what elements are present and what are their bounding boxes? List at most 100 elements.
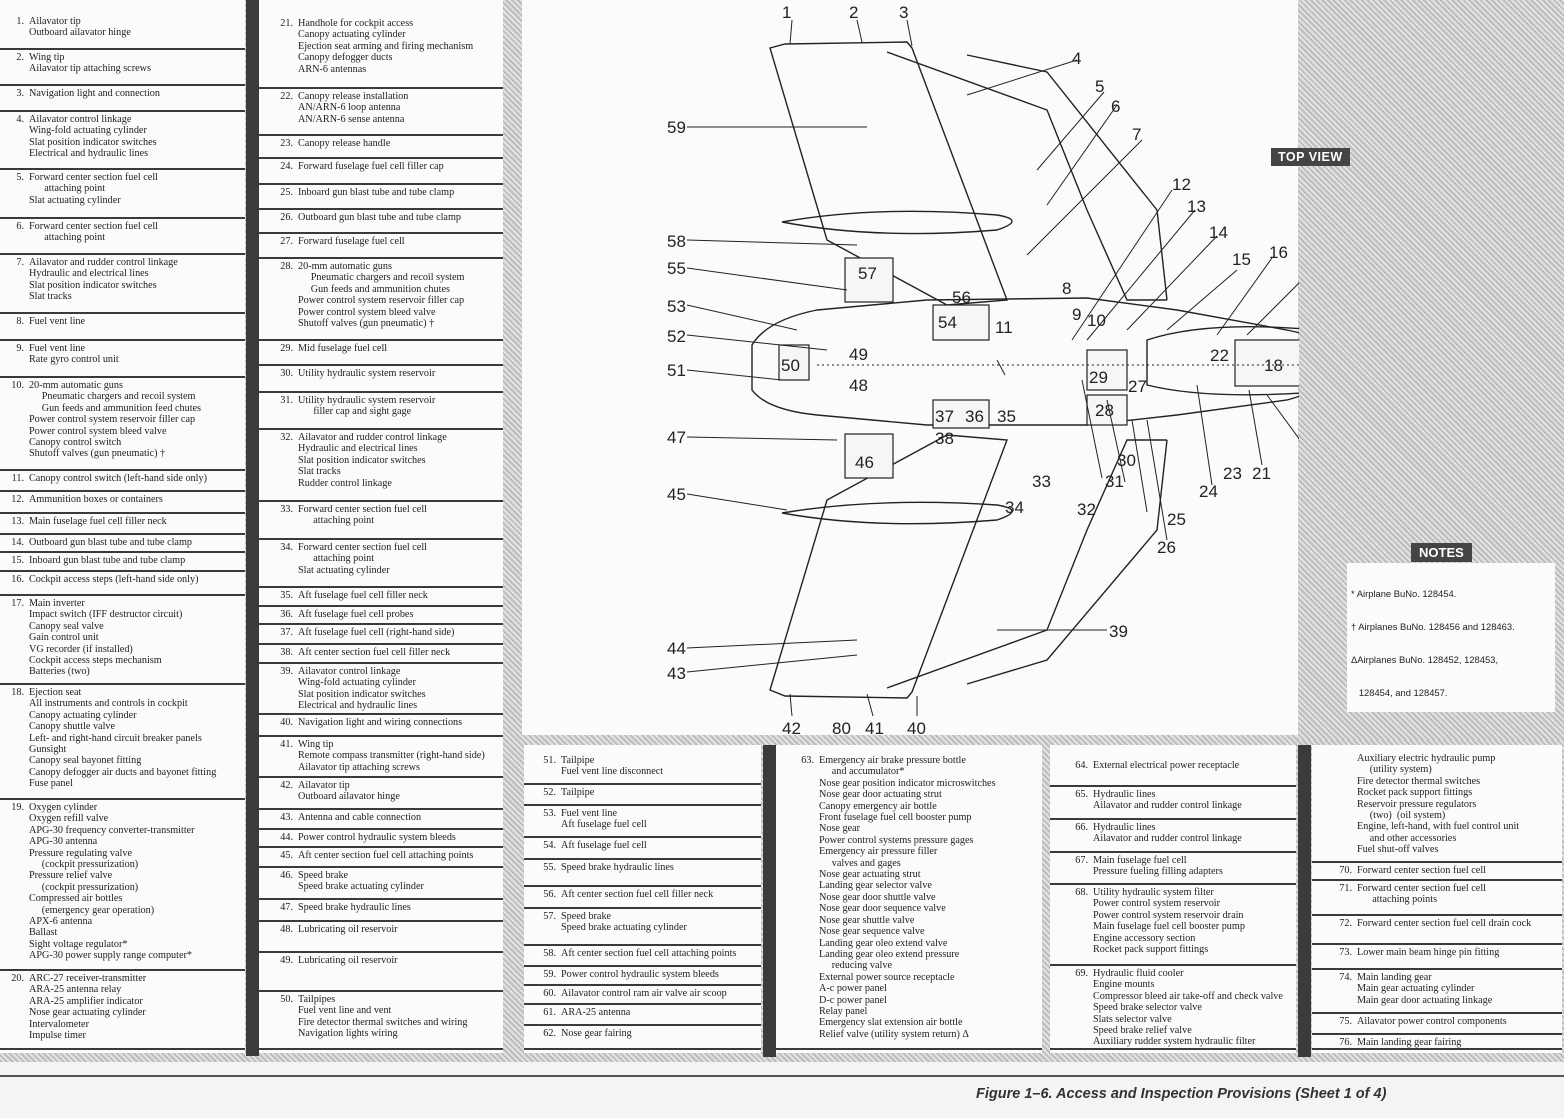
item-description: 20-mm automatic guns Pneumatic chargers … [298,261,465,330]
item-description: Ailavator control ram air valve air scoo… [561,988,727,999]
item-number: 11. [11,473,24,484]
callout-41: 41 [865,719,884,738]
item-description: Tailpipe [561,787,595,798]
item-number: 54. [543,840,556,851]
fuselage-outline [751,297,1299,426]
callout-42: 42 [782,719,801,738]
list-item: 59.Power control hydraulic system bleeds [524,967,761,986]
item-description: Ailavator and rudder control linkage Hyd… [298,432,447,489]
list-item: 71.Forward center section fuel cell atta… [1312,881,1562,916]
column-divider-bar-3 [763,745,776,1057]
list-item: 72.Forward center section fuel cell drai… [1312,916,1562,945]
item-description: Nose gear fairing [561,1028,632,1039]
item-number: 19. [11,802,24,813]
upper-drop-tank [781,210,1013,235]
upper-wing-outline [769,41,1008,306]
list-item: 26.Outboard gun blast tube and tube clam… [259,210,503,234]
item-description: Speed brake hydraulic lines [561,862,674,873]
callout-28: 28 [1095,401,1114,420]
item-number: 62. [543,1028,556,1039]
list-item: 18.Ejection seat All instruments and con… [0,685,245,800]
item-description: Ailavator tip Outboard ailavator hinge [29,16,131,39]
item-list-column-6: Auxiliary electric hydraulic pump (utili… [1312,745,1562,1053]
item-description: ARA-25 antenna [561,1007,631,1018]
item-number: 12. [11,494,24,505]
item-number: 27. [280,236,293,247]
callout-7: 7 [1132,125,1141,144]
bottom-rule [0,1075,1564,1077]
list-item: 31.Utility hydraulic system reservoir fi… [259,393,503,430]
item-description: Ailavator tip Outboard ailavator hinge [298,780,400,803]
callout-39: 39 [1109,622,1128,641]
canopy-outline [1146,325,1299,396]
item-description: Forward center section fuel cell attachi… [298,542,427,576]
list-item: 40.Navigation light and wiring connectio… [259,715,503,737]
item-description: Ailavator and rudder control linkage Hyd… [29,257,178,303]
item-number: 71. [1339,883,1352,894]
lower-wing-outer-flap [966,439,1168,685]
callout-46: 46 [855,453,874,472]
callout-31: 31 [1105,472,1124,491]
item-number: 75. [1339,1016,1352,1027]
item-description: Navigation light and wiring connections [298,717,463,728]
list-item: 21.Handhole for cockpit access Canopy ac… [259,16,503,89]
list-item: Auxiliary electric hydraulic pump (utili… [1312,751,1562,863]
item-number: 41. [280,739,293,750]
item-description: Outboard gun blast tube and tube clamp [298,212,461,223]
item-description: Wing tip Ailavator tip attaching screws [29,52,151,75]
note-line: 128454, and 128457. [1351,687,1448,698]
item-description: Ailavator control linkage Wing-fold actu… [298,666,426,712]
cockpit-panel [1234,339,1299,387]
callout-8: 8 [1062,279,1071,298]
item-number: 49. [280,955,293,966]
item-description: ARC-27 receiver-transmitter ARA-25 anten… [29,973,147,1042]
item-description: Canopy release installation AN/ARN-6 loo… [298,91,409,125]
list-item: 28.20-mm automatic guns Pneumatic charge… [259,259,503,341]
list-item: 35.Aft fuselage fuel cell filler neck [259,588,503,607]
panel-37 [932,399,990,429]
item-number: 44. [280,832,293,843]
callout-26: 26 [1157,538,1176,557]
item-number: 64. [1075,760,1088,771]
item-description: Fuel vent line [29,316,86,327]
item-number: 56. [543,889,556,900]
list-item: 56.Aft center section fuel cell filler n… [524,887,761,909]
item-description: Cockpit access steps (left-hand side onl… [29,574,199,585]
item-description: Power control hydraulic system bleeds [298,832,456,843]
item-number: 30. [280,368,293,379]
callout-50: 50 [781,356,800,375]
callout-leader-lines [686,19,1299,717]
list-item: 61.ARA-25 antenna [524,1005,761,1026]
item-description: Hydraulic lines Ailavator and rudder con… [1093,822,1242,845]
callout-44: 44 [667,639,686,658]
list-item: 58.Aft center section fuel cell attachin… [524,946,761,967]
list-item: 24.Forward fuselage fuel cell filler cap [259,159,503,185]
callout-16: 16 [1269,243,1288,262]
item-description: Tailpipes Fuel vent line and vent Fire d… [298,994,468,1040]
list-item: 23.Canopy release handle [259,136,503,159]
list-item: 51.Tailpipe Fuel vent line disconnect [524,753,761,785]
callout-24: 24 [1199,482,1218,501]
item-description: Auxiliary electric hydraulic pump (utili… [1357,753,1520,856]
upper-wing-outer-flap [966,54,1168,301]
item-number: 57. [543,911,556,922]
callout-2: 2 [849,3,858,22]
list-item: 44. Power control hydraulic system bleeds [259,830,503,848]
list-item: 45.Aft center section fuel cell attachin… [259,848,503,868]
callout-47: 47 [667,428,686,447]
notes-box: * Airplane BuNo. 128454. † Airplanes BuN… [1347,563,1555,712]
list-item: 39.Ailavator control linkage Wing-fold a… [259,664,503,715]
callout-10: 10 [1087,311,1106,330]
callout-49: 49 [849,345,868,364]
item-description: Forward center section fuel cell drain c… [1357,918,1532,929]
list-item: 30.Utility hydraulic system reservoir [259,366,503,393]
list-item: 57.Speed brake Speed brake actuating cyl… [524,909,761,946]
item-number: 73. [1339,947,1352,958]
column-divider-bar-5 [1298,745,1311,1057]
item-number: 67. [1075,855,1088,866]
list-item: 9.Fuel vent line Rate gyro control unit [0,341,245,378]
item-description: Aft center section fuel cell attaching p… [561,948,737,959]
item-number: 59. [543,969,556,980]
item-number: 3. [16,88,24,99]
lower-drop-tank [781,501,1013,525]
